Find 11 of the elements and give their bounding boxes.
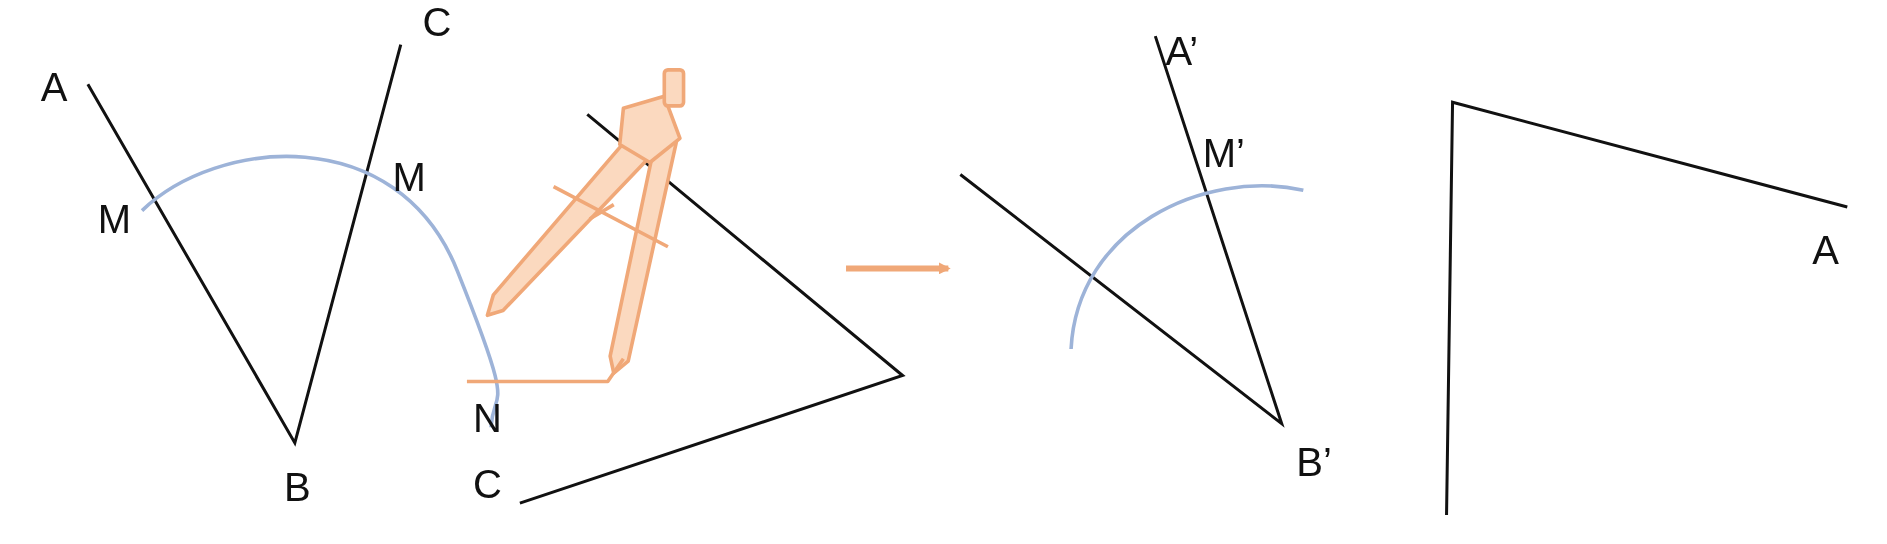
point-label: C (422, 1, 452, 42)
point-label: N (472, 397, 502, 438)
point-label: M’ (1202, 132, 1245, 173)
point-label: C (472, 463, 502, 504)
point-label: A (40, 66, 68, 107)
point-label: A’ (1165, 30, 1199, 71)
point-label: B’ (1296, 442, 1332, 483)
point-label: B (283, 467, 311, 508)
point-label: M (97, 199, 131, 239)
point-label: M (392, 156, 426, 197)
point-label: A (1812, 230, 1839, 271)
